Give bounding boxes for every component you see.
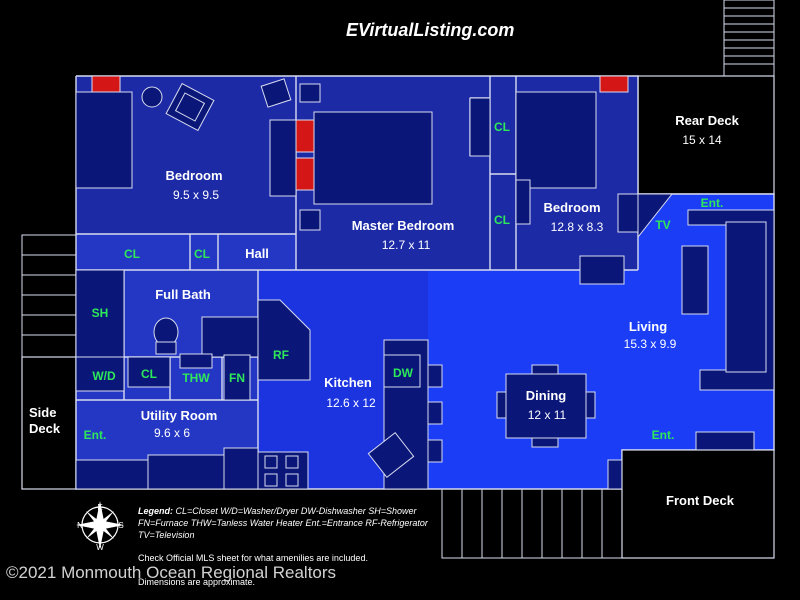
legend-line-2: FN=Furnace THW=Tanless Water Heater Ent.… [138, 518, 428, 528]
compass-n-label: N [77, 521, 83, 530]
furnace-label: FN [229, 371, 245, 385]
room-name-bedroom-1: Bedroom [165, 168, 223, 183]
heater-icon [295, 157, 315, 191]
room-name-dining: Dining [525, 388, 567, 403]
mls-note: Check Official MLS sheet for what amenil… [138, 553, 368, 563]
compass-e-label: E [97, 503, 102, 512]
entrance-label: Ent. [83, 428, 107, 442]
compass-s-label: S [118, 521, 123, 530]
room-dim-utility-room: 9.6 x 6 [153, 426, 191, 440]
tv-label: TV [655, 218, 671, 232]
room-dim-dining: 12 x 11 [527, 408, 567, 422]
water-heater-label: THW [182, 371, 210, 385]
bedroom-1-furniture [75, 78, 297, 197]
legend: Legend: CL=Closet W/D=Washer/Dryer DW-Di… [138, 505, 438, 541]
legend-line-3: TV=Television [138, 530, 195, 540]
legend-line-1: CL=Closet W/D=Washer/Dryer DW-Dishwasher… [175, 506, 417, 516]
room-dim-master-bedroom: 12.7 x 11 [381, 238, 431, 252]
rear-deck-stairs [723, 0, 775, 77]
closet-label: CL [141, 367, 157, 381]
refrigerator-label: RF [273, 348, 289, 362]
living-furniture [607, 193, 775, 490]
kitchen-fixtures [257, 299, 443, 490]
dimensions-note: Dimensions are approximate. [138, 577, 256, 587]
side-deck-stairs [21, 234, 77, 358]
copyright-watermark: ©2021 Monmouth Ocean Regional Realtors [6, 563, 337, 582]
utility-fixtures [75, 356, 259, 490]
entrance-label: Ent. [651, 428, 675, 442]
room-dim-rear-deck: 15 x 14 [682, 133, 722, 147]
bedroom-2-furniture [515, 91, 639, 285]
stovetop-icon [264, 455, 299, 487]
front-deck-area [621, 449, 775, 559]
room-name-kitchen: Kitchen [324, 375, 372, 390]
room-dim-kitchen: 12.6 x 12 [326, 396, 376, 410]
front-deck-stairs [441, 488, 623, 559]
room-name-bedroom-2: Bedroom [543, 200, 601, 215]
closet-label: CL [494, 120, 510, 134]
closet-label: CL [124, 247, 140, 261]
dining-table [496, 364, 596, 448]
room-name-living: Living [628, 319, 668, 334]
room-name-rear-deck: Rear Deck [675, 113, 739, 128]
shower-label: SH [91, 306, 109, 320]
compass-w-label: W [96, 543, 104, 552]
entrance-label: Ent. [700, 196, 724, 210]
heater-icon [599, 75, 629, 93]
room-dim-bedroom-1: 9.5 x 9.5 [172, 188, 220, 202]
room-dim-bedroom-2: 12.8 x 8.3 [550, 220, 604, 234]
room-name-master-bedroom: Master Bedroom [351, 218, 455, 233]
compass-icon [76, 501, 124, 549]
dishwasher-label: DW [393, 366, 413, 380]
room-dim-living: 15.3 x 9.9 [623, 337, 677, 351]
room-name-utility-room: Utility Room [140, 408, 218, 423]
room-name-front-deck: Front Deck [666, 493, 734, 508]
heater-icon [91, 75, 121, 93]
master-bedroom-furniture [299, 83, 491, 231]
room-name-full-bath: Full Bath [155, 287, 211, 302]
washer-dryer-label: W/D [92, 369, 116, 383]
site-title: EVirtualListing.com [346, 20, 515, 40]
room-name-side-deck: Side Deck [29, 405, 61, 436]
rear-deck-area [637, 75, 775, 195]
legend-heading: Legend: [138, 506, 173, 516]
bath-fixtures [75, 269, 259, 401]
closet-label: CL [194, 247, 210, 261]
hall-closets-floor [76, 234, 296, 270]
closet-label: CL [494, 213, 510, 227]
heater-icon [295, 119, 315, 153]
room-name-hall: Hall [245, 246, 269, 261]
